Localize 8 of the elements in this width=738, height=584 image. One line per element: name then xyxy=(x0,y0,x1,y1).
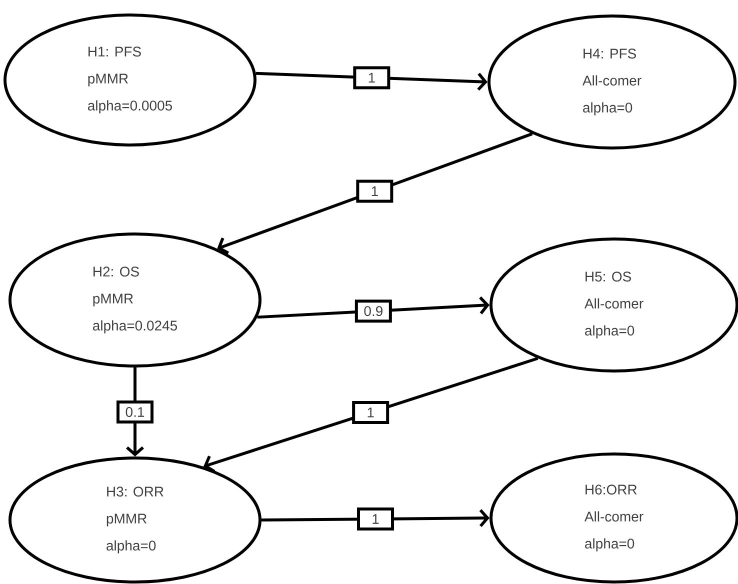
edge-label: 0.9 xyxy=(354,300,392,323)
edge-label: 1 xyxy=(353,66,390,90)
arrow xyxy=(217,132,533,254)
edge-label: 1 xyxy=(352,400,390,424)
arrow xyxy=(203,356,538,473)
edge-label: 1 xyxy=(357,508,394,530)
edge-label: 1 xyxy=(356,180,394,203)
edge-label: 0.1 xyxy=(116,400,154,424)
